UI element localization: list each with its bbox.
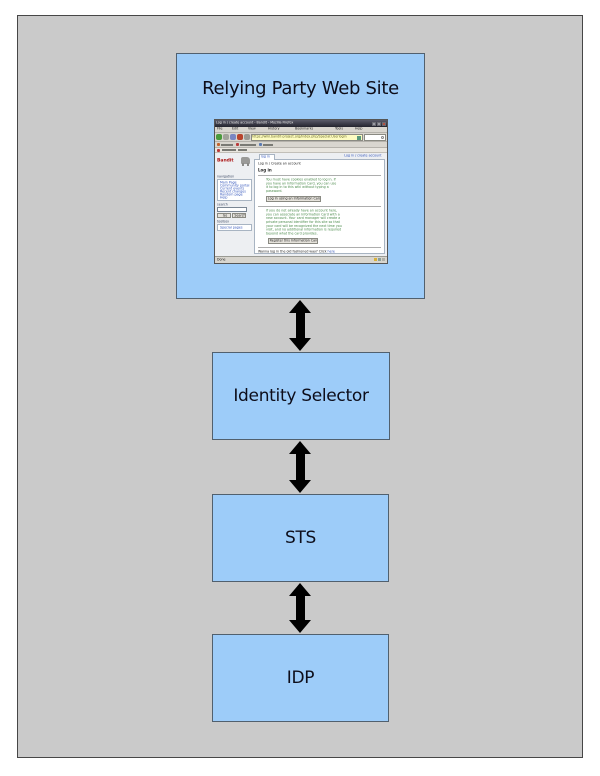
nav-link[interactable]: Recent changes (220, 190, 246, 193)
sts-box: STS (212, 494, 389, 582)
page-title: Log in / Create an account (258, 162, 301, 166)
browser-screenshot: Log in / create account - Bandit - Mozil… (214, 119, 388, 264)
maximize-button[interactable] (377, 121, 381, 126)
toolbox-link[interactable]: Special pages (220, 226, 243, 229)
nav-link[interactable]: Help (220, 196, 228, 199)
login-paragraph: You must have cookies enabled to log in.… (266, 178, 337, 193)
bookmark-item[interactable] (217, 143, 233, 146)
browser-title-text: Log in / create account - Bandit - Mozil… (216, 120, 294, 124)
wiki-search-button[interactable]: Search (232, 213, 246, 218)
search-icon (381, 135, 384, 139)
bookmark-item[interactable] (236, 143, 256, 146)
forward-icon[interactable] (223, 134, 229, 140)
menu-edit[interactable]: Edit (231, 127, 239, 131)
bookmarks-bar (215, 142, 387, 148)
browser-menubar: File Edit View History Bookmarks Tools H… (215, 127, 387, 133)
infocard-register-button[interactable]: Register this Information Card (268, 238, 318, 244)
sts-label: STS (284, 528, 317, 548)
divider (258, 206, 381, 207)
arrow-identity-selector-sts (289, 441, 311, 493)
browser-statusbar: Done (215, 256, 387, 263)
bookmark-item[interactable] (259, 143, 273, 146)
close-button[interactable] (382, 121, 386, 126)
wiki-content-box: log in Log in / create account Log in / … (254, 154, 385, 254)
sidebar-search-title: search (217, 203, 228, 206)
search-input[interactable] (364, 133, 386, 141)
bookmark-icon (259, 143, 262, 146)
footer-here-link[interactable]: here (327, 250, 335, 254)
menu-history[interactable]: History (267, 127, 280, 131)
arrow-sts-idp (289, 583, 311, 633)
sidebar-toolbox-title: toolbox (217, 220, 230, 223)
status-icon (382, 258, 385, 261)
back-icon[interactable] (216, 134, 222, 140)
browser-navbar: https://wiki.bandit-project.org/index.ph… (215, 133, 387, 142)
identity-selector-label: Identity Selector (233, 386, 369, 406)
bookmark-icon (236, 143, 239, 146)
arrow-rp-identity-selector (289, 300, 311, 351)
logo-text: Bandit (217, 158, 234, 163)
diagram-background-panel: Relying Party Web Site Log in / create a… (17, 15, 583, 758)
toolbox-portlet: Special pages (217, 224, 252, 231)
status-icon (378, 258, 381, 261)
login-heading: Log in (258, 168, 272, 173)
menu-help[interactable]: Help (355, 127, 363, 131)
menu-file[interactable]: File (217, 127, 223, 131)
bookmark-icon (217, 143, 220, 146)
toolbar-icon (217, 148, 220, 152)
menu-tools[interactable]: Tools (335, 127, 344, 131)
login-tab[interactable]: log in (259, 154, 275, 160)
minimize-button[interactable] (372, 121, 376, 126)
idp-label: IDP (286, 668, 315, 688)
personal-tools-link[interactable]: Log in / create account (344, 154, 382, 158)
go-button[interactable]: Go (217, 213, 231, 218)
register-paragraph: If you do not already have an account he… (266, 209, 342, 236)
identity-selector-box: Identity Selector (212, 352, 390, 440)
browser-titlebar: Log in / create account - Bandit - Mozil… (215, 120, 387, 127)
wiki-sidebar: Bandit navigation Main Page Community po… (215, 153, 253, 256)
secondary-toolbar (215, 148, 387, 153)
menu-bookmarks[interactable]: Bookmarks (295, 127, 314, 131)
nav-link[interactable]: Main Page (220, 181, 237, 184)
infocard-login-button[interactable]: Log in using an Information Card (266, 196, 321, 202)
navigation-portlet: Main Page Community portal Current event… (217, 179, 252, 201)
url-field[interactable]: https://wiki.bandit-project.org/index.ph… (251, 133, 363, 141)
browser-page-content: Bandit navigation Main Page Community po… (215, 153, 387, 256)
relying-party-label: Relying Party Web Site (202, 78, 399, 99)
menu-view[interactable]: View (248, 127, 257, 131)
home-icon[interactable] (244, 134, 250, 140)
site-favicon (357, 135, 361, 140)
footer-text: Wanna log in the old fashioned way? Clic… (258, 250, 328, 254)
site-logo[interactable]: Bandit (217, 155, 252, 175)
divider (258, 175, 381, 176)
lock-icon (374, 258, 377, 261)
stop-icon[interactable] (237, 134, 243, 140)
status-text: Done (217, 258, 226, 262)
mascot-image (241, 157, 250, 166)
nav-link[interactable]: Random page (220, 193, 243, 196)
reload-icon[interactable] (230, 134, 236, 140)
url-text: https://wiki.bandit-project.org/index.ph… (252, 134, 347, 138)
idp-box: IDP (212, 634, 389, 722)
nav-link[interactable]: Current events (220, 187, 245, 190)
divider (258, 247, 381, 248)
relying-party-box: Relying Party Web Site Log in / create a… (176, 53, 425, 299)
wiki-search-input[interactable] (217, 207, 247, 212)
sidebar-navigation-title: navigation (217, 175, 235, 178)
nav-link[interactable]: Community portal (220, 184, 250, 187)
